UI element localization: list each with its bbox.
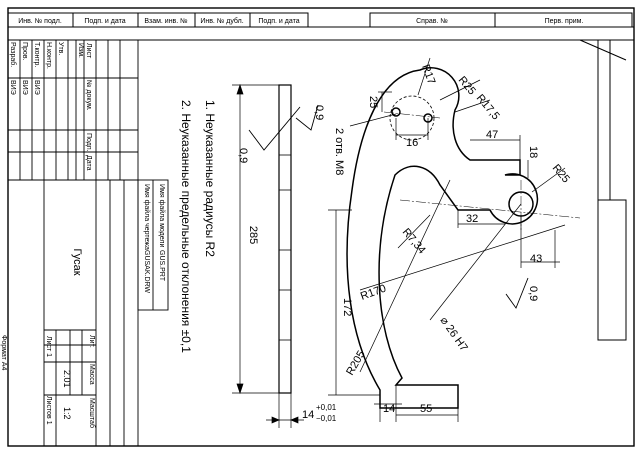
top-header: Инв. № подл. Подп. и дата Взам. инв. № И… <box>7 12 634 41</box>
title-block-text: Гусак Имя файла чертежа GUSAK.DRW Имя фа… <box>0 184 166 428</box>
format-label: Формат А4 <box>0 335 7 370</box>
file-value-model: GUS.PRT <box>158 250 165 282</box>
dim-285 <box>232 83 279 395</box>
roughness-1-label: 0,9 <box>237 148 249 163</box>
svg-text:№ докум.: № докум. <box>85 80 92 111</box>
role-nkontr: Н.контр. <box>45 42 52 69</box>
dim-43: 43 <box>530 253 542 265</box>
mass-label: Масса <box>88 364 95 385</box>
roughness-symbol-1 <box>248 106 301 151</box>
front-view-dimensions <box>328 57 566 422</box>
part-side-view <box>278 84 292 394</box>
roughness-symbol-2 <box>295 104 319 131</box>
dim-16: 16 <box>406 137 418 149</box>
drawing-notes: 1. Неуказанные радиусы R2 2. Неуказанные… <box>179 100 217 353</box>
role-utv: Утв. <box>57 42 64 55</box>
svg-text:Дата: Дата <box>85 155 92 171</box>
header-sprav: Справ. № <box>416 18 448 25</box>
group-3: ВИЭ <box>33 80 40 95</box>
scale-value: 1:2 <box>62 407 72 420</box>
role-prov: Пров. <box>21 42 28 61</box>
dim-55: 55 <box>420 403 432 415</box>
dim-r7-34: R7,34 <box>400 226 428 256</box>
dim-dia-26-h7: ⌀ 26 H7 <box>438 315 470 354</box>
group-2: ВИЭ <box>21 80 28 95</box>
roughness-symbol-3 <box>505 277 529 309</box>
header-vzam-inv: Взам. инв. № <box>144 18 187 25</box>
header-podp-data-2: Подп. и дата <box>258 18 299 25</box>
front-view-dimension-labels: R17 R25 R17,5 25 16 47 18 R25 2 отв. M8 … <box>333 63 572 415</box>
svg-text:Подп.: Подп. <box>85 133 92 152</box>
sheet-label: Лист 1 <box>45 336 52 357</box>
part-name: Гусак <box>71 248 83 275</box>
dim-18: 18 <box>527 146 539 158</box>
lit-label: Лит. <box>88 335 95 348</box>
tolerance-upper: +0,01 <box>316 403 337 412</box>
change-table <box>7 39 139 181</box>
note-radii: 1. Неуказанные радиусы R2 <box>203 100 217 257</box>
roughness-3-label: 0,9 <box>527 286 539 301</box>
dim-47: 47 <box>486 129 498 141</box>
dim-r170: R170 <box>359 283 388 303</box>
svg-text:Изм.: Изм. <box>77 43 84 58</box>
thickness-value: 14 <box>302 409 314 421</box>
centerlines <box>383 111 581 230</box>
file-value-drawing: GUSAK.DRW <box>143 250 150 293</box>
right-frame-elements <box>579 39 627 341</box>
file-label-drawing: Имя файла чертежа <box>143 184 151 250</box>
title-block <box>7 179 169 447</box>
dim-285-label: 285 <box>247 226 259 244</box>
header-inv-dubl: Инв. № дубл. <box>200 17 243 25</box>
dim-thickness <box>266 393 304 428</box>
dim-172: 172 <box>341 298 353 316</box>
group-1: ВИЭ <box>9 80 16 95</box>
dim-25: 25 <box>367 96 379 108</box>
outer-frame <box>7 7 635 447</box>
header-perv-prim: Перв. прим. <box>545 18 584 25</box>
tolerance-lower: −0,01 <box>316 414 337 423</box>
dim-32: 32 <box>466 213 478 225</box>
header-inv-podl: Инв. № подл. <box>18 18 62 25</box>
mass-value: 2.01 <box>62 370 72 388</box>
svg-text:Лист: Лист <box>85 43 92 59</box>
file-label-model: Имя файла модели <box>158 184 166 247</box>
note-tolerances: 2. Неуказанные предельные отклонения ±0,… <box>179 100 193 353</box>
scale-label: Масштаб <box>88 398 96 428</box>
roughness-2-label: 0,9 <box>313 105 325 120</box>
dim-2-holes-m8: 2 отв. M8 <box>333 128 345 175</box>
header-podp-data-1: Подп. и дата <box>84 18 125 25</box>
dim-14-bottom: 14 <box>383 403 395 415</box>
role-razrab: Разраб. <box>9 42 17 67</box>
sheets-label: Листов 1 <box>45 396 52 425</box>
dim-r17-5: R17,5 <box>474 92 502 122</box>
change-table-headers: Изм. Лист № докум. Подп. Дата Разраб. Пр… <box>9 42 92 171</box>
dim-r25-right: R25 <box>550 162 572 185</box>
part-front-view <box>346 67 539 409</box>
role-tkontr: Т.контр. <box>33 42 40 67</box>
